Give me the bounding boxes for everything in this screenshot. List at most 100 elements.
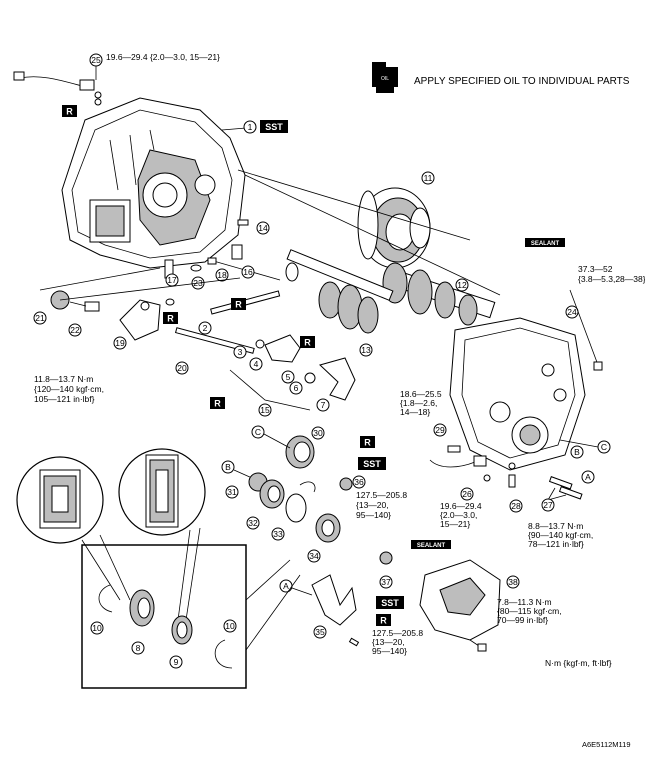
callout-5: 5 — [281, 370, 295, 384]
ref-letter-A-right: A — [585, 472, 591, 482]
torque-35-a: 127.5—205.8 — [372, 628, 423, 638]
replace-badge-5: R — [163, 312, 178, 324]
torque-26-b: {2.0—3.0, — [440, 510, 477, 520]
mainshaft-13 — [285, 249, 394, 334]
sst-badge-3-label: SST — [381, 598, 399, 608]
sst-badge-2: SST — [358, 457, 386, 470]
sst-badge-3: SST — [376, 596, 404, 609]
torque-35-c: 95—140} — [372, 646, 407, 656]
part-number-10-left: 10 — [92, 623, 102, 633]
replace-badge-2-label: R — [235, 300, 242, 310]
replace-badge-5-label: R — [167, 314, 174, 324]
part-number-17: 17 — [167, 275, 177, 285]
callout-28: 28 — [508, 462, 523, 513]
sealant-badge-bottom: SEALANT — [411, 540, 451, 549]
zoom-circle-left — [16, 456, 104, 544]
torque-29-a: 18.6—25.5 — [400, 389, 442, 399]
torque-26-a: 19.6—29.4 — [440, 501, 482, 511]
gear-32: 32 — [246, 479, 285, 530]
part-number-28: 28 — [511, 501, 521, 511]
callout-27: 27 8.8—13.7 N·m {90—140 kgf·cm, 78—121 i… — [528, 476, 593, 549]
replace-badge-label: R — [66, 107, 73, 117]
part-number-30: 30 — [313, 428, 323, 438]
callout-25: 25 19.6—29.4 {2.0—3.0, 15—21} — [89, 52, 220, 80]
bearing-9: 9 — [169, 615, 193, 669]
part-number-16: 16 — [243, 267, 253, 277]
nut-36: 36 127.5—205.8 {13—20, 95—140} — [339, 475, 407, 520]
units-note: N·m {kgf·m, ft·lbf} — [545, 658, 612, 668]
callout-6: 6 — [289, 372, 316, 395]
replace-badge-6: R — [360, 436, 375, 448]
nut-37: 37 — [379, 551, 393, 589]
part-number-21: 21 — [35, 313, 45, 323]
torque-27-a: 8.8—13.7 N·m — [528, 521, 583, 531]
replace-badge-3-label: R — [304, 338, 311, 348]
gear-30: 30 — [285, 426, 325, 469]
clutch-housing-1 — [61, 97, 246, 269]
part-number-1: 1 — [248, 122, 253, 132]
replace-badge-4-label: R — [214, 399, 221, 409]
countershaft-12 — [382, 262, 496, 326]
part-number-27: 27 — [543, 500, 553, 510]
sensor-26: 26 19.6—29.4 {2.0—3.0, 15—21} — [429, 455, 491, 529]
torque-39-a: 7.8—11.3 N·m — [497, 597, 552, 607]
snap-ring-10-right: 10 — [214, 619, 237, 669]
replace-badge-7: R — [376, 614, 391, 626]
part-number-25: 25 — [91, 55, 101, 65]
transmission-case — [449, 317, 586, 471]
part-number-22: 22 — [70, 325, 80, 335]
ref-A-fork: A — [279, 579, 313, 596]
torque-19: 11.8—13.7 N·m {120—140 kgf·cm, 105—121 i… — [34, 374, 104, 404]
part-number-38: 38 — [508, 577, 518, 587]
part-number-32: 32 — [248, 518, 258, 528]
torque-24-a: 37.3—52 — [578, 264, 613, 274]
part-number-29: 29 — [435, 425, 445, 435]
torque-27-b: {90—140 kgf·cm, — [528, 530, 593, 540]
torque-24: 37.3—52 {3.8—5.3,28—38} — [578, 264, 645, 284]
ref-letter-C-left: C — [255, 427, 261, 437]
callout-14: 14 — [237, 219, 270, 235]
synchro-33: 33 — [271, 481, 316, 541]
part-number-34: 34 — [309, 551, 319, 561]
part-number-14: 14 — [258, 223, 268, 233]
part-number-7: 7 — [321, 400, 326, 410]
oil-note: OIL APPLY SPECIFIED OIL TO INDIVIDUAL PA… — [372, 62, 630, 93]
part-number-18: 18 — [217, 270, 227, 280]
sealant-label-bottom: SEALANT — [417, 543, 446, 549]
ref-letter-B-left: B — [225, 462, 231, 472]
part-number-19: 19 — [115, 338, 125, 348]
sealant-label-top: SEALANT — [531, 241, 560, 247]
torque-26-c: 15—21} — [440, 519, 470, 529]
bearing-34: 34 — [307, 513, 341, 563]
callout-11: 11 — [421, 171, 435, 185]
torque-36-c: 95—140} — [356, 510, 391, 520]
part-number-9: 9 — [174, 657, 179, 667]
ref-letter-C-right: C — [601, 442, 607, 452]
torque-19-b: {120—140 kgf·cm, — [34, 384, 104, 394]
bolt-39: 7.8—11.3 N·m {80—115 kgf·cm, 70—99 in·lb… — [469, 597, 562, 652]
torque-27-c: 78—121 in·lbf} — [528, 539, 584, 549]
oil-icon-label: OIL — [381, 76, 389, 82]
gear-8: 8 — [129, 589, 155, 655]
part-number-6: 6 — [294, 383, 299, 393]
differential-11 — [357, 187, 431, 269]
part-number-26: 26 — [462, 489, 472, 499]
callout-23: 23 — [190, 264, 205, 290]
shift-rod-2: 2 — [198, 290, 281, 335]
replace-badge-3: R — [300, 336, 315, 348]
figure-code: A6E5112M119 — [582, 740, 631, 749]
callout-18: 18 — [207, 257, 229, 282]
torque-35-b: {13—20, — [372, 637, 405, 647]
part-number-3: 3 — [238, 347, 243, 357]
part-number-13: 13 — [361, 345, 371, 355]
shift-fork-35: 35 — [311, 574, 360, 647]
part-number-12: 12 — [457, 280, 467, 290]
sealant-badge-top: SEALANT — [525, 238, 565, 247]
sst-badge-2-label: SST — [363, 459, 381, 469]
part-number-20: 20 — [177, 363, 187, 373]
replace-badge-2: R — [231, 298, 246, 310]
shift-rod-20: 20 — [174, 327, 255, 375]
torque-39-b: {80—115 kgf·cm, — [497, 606, 562, 616]
part-number-24: 24 — [567, 307, 577, 317]
